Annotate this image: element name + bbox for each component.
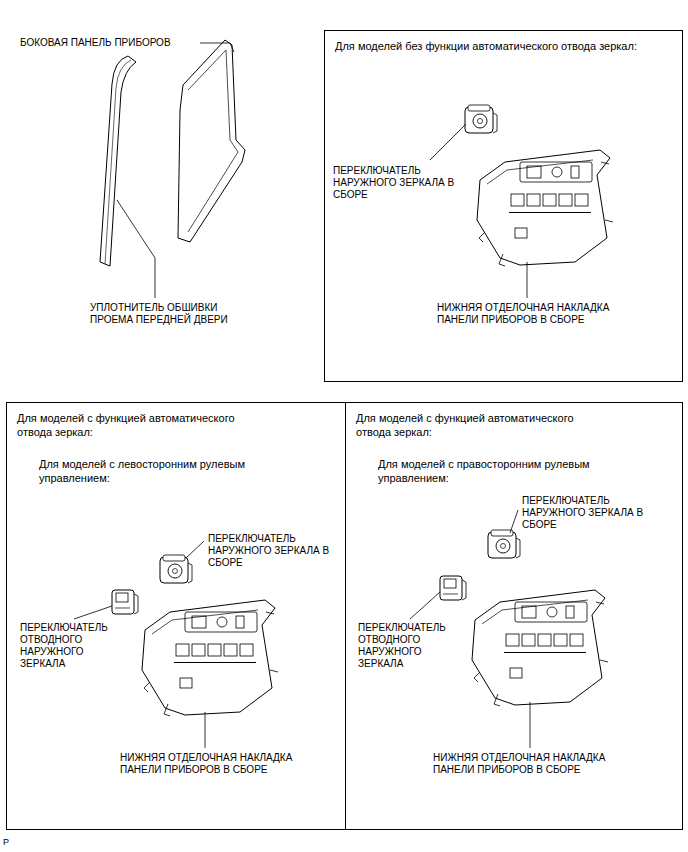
leader-line xyxy=(200,43,234,52)
part-name: ПЕРЕКЛЮЧАТЕЛЬ НАРУЖНОГО ЗЕРКАЛА В СБОРЕ xyxy=(522,495,652,531)
box-subheading: Для моделей с правосторонним рулевым упр… xyxy=(378,457,633,485)
part-name: БОКОВАЯ ПАНЕЛЬ ПРИБОРОВ xyxy=(20,37,220,49)
side-panel xyxy=(178,40,245,242)
leader-line xyxy=(527,262,528,298)
lower-finish-panel xyxy=(142,600,278,716)
mirror-switch xyxy=(488,530,520,558)
side-panel-edge xyxy=(188,50,238,232)
leader-line xyxy=(510,510,518,533)
lower-finish-panel xyxy=(472,590,608,706)
leader-line xyxy=(117,200,155,298)
part-name: УПЛОТНИТЕЛЬ ОБШИВКИ ПРОЕМА ПЕРЕДНЕЙ ДВЕР… xyxy=(90,302,240,326)
box-heading: Для моделей без функции автоматического … xyxy=(335,39,650,53)
frame-box: Для моделей без функции автоматического … xyxy=(324,30,683,382)
leader-line xyxy=(74,606,112,619)
lower-finish-panel xyxy=(477,150,613,266)
leader-line xyxy=(186,541,204,558)
leader-line xyxy=(430,124,466,160)
figure-code: P xyxy=(3,836,23,848)
retract-switch xyxy=(440,576,466,600)
part-name: ПЕРЕКЛЮЧАТЕЛЬ ОТВОДНОГО НАРУЖНОГО ЗЕРКАЛ… xyxy=(358,622,463,670)
box-heading: Для моделей с функцией автоматического о… xyxy=(17,411,272,439)
leader-line xyxy=(205,712,206,748)
part-name: НИЖНЯЯ ОТДЕЛОЧНАЯ НАКЛАДКА ПАНЕЛИ ПРИБОР… xyxy=(433,752,628,776)
part-name: ПЕРЕКЛЮЧАТЕЛЬ ОТВОДНОГО НАРУЖНОГО ЗЕРКАЛ… xyxy=(20,622,125,670)
leader-line xyxy=(530,702,531,748)
mirror-switch xyxy=(160,555,192,583)
part-name: НИЖНЯЯ ОТДЕЛОЧНАЯ НАКЛАДКА ПАНЕЛИ ПРИБОР… xyxy=(437,302,632,326)
box-subheading: Для моделей с левосторонним рулевым упра… xyxy=(39,457,294,485)
part-name: НИЖНЯЯ ОТДЕЛОЧНАЯ НАКЛАДКА ПАНЕЛИ ПРИБОР… xyxy=(120,752,315,776)
weatherstrip-line xyxy=(105,60,131,264)
retract-switch xyxy=(112,590,138,614)
part-name: ПЕРЕКЛЮЧАТЕЛЬ НАРУЖНОГО ЗЕРКАЛА В СБОРЕ xyxy=(333,165,463,201)
leader-line xyxy=(410,592,440,619)
part-name: ПЕРЕКЛЮЧАТЕЛЬ НАРУЖНОГО ЗЕРКАЛА В СБОРЕ xyxy=(208,533,338,569)
box-heading: Для моделей с функцией автоматического о… xyxy=(356,411,611,439)
door-weatherstrip xyxy=(100,56,136,266)
mirror-switch xyxy=(465,105,497,133)
